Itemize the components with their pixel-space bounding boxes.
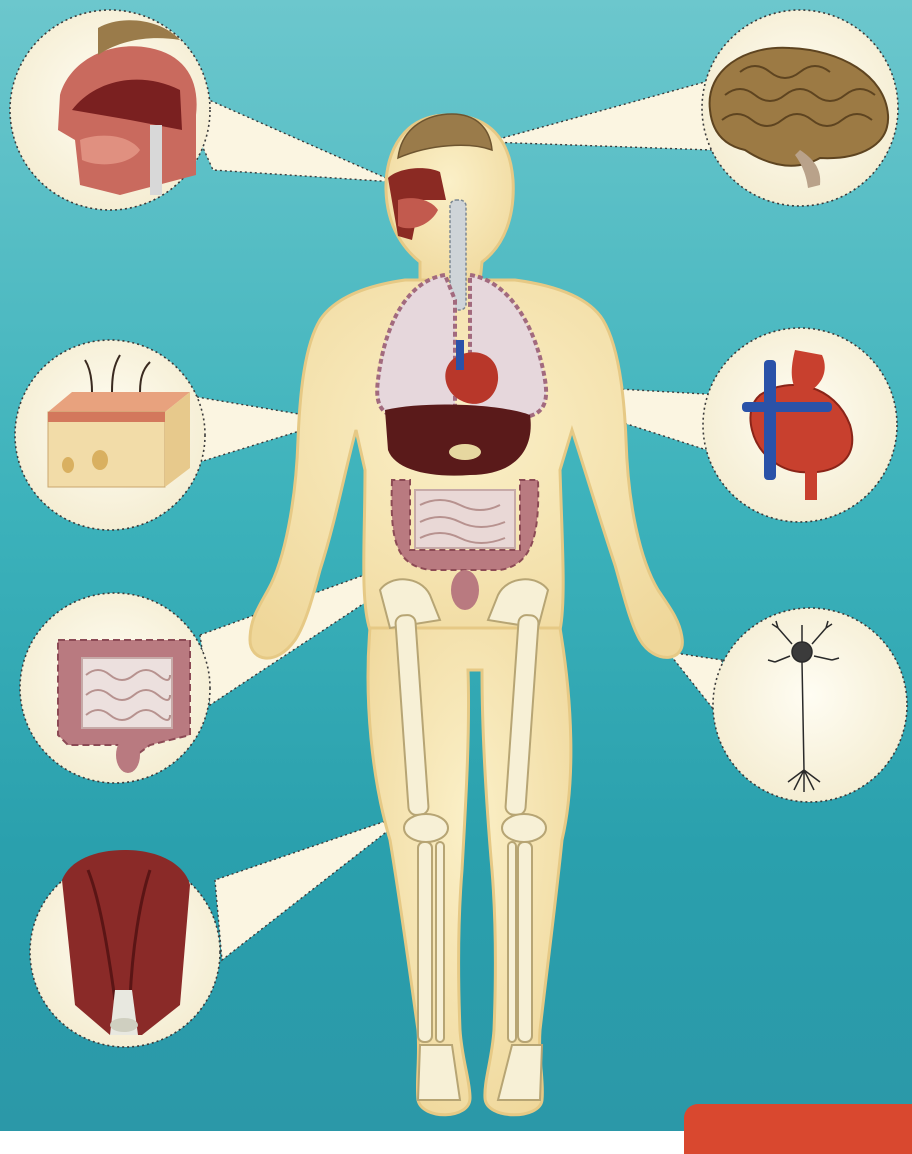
right-tibia <box>518 842 532 1042</box>
left-knee <box>404 814 448 842</box>
heart-vessel <box>456 340 464 370</box>
pointer-brain <box>488 80 712 150</box>
muscle-icon <box>62 850 190 1035</box>
left-fibula <box>436 842 444 1042</box>
pointer-muscle <box>215 812 412 960</box>
right-fibula <box>508 842 516 1042</box>
gall-bladder <box>449 444 481 460</box>
left-tibia <box>418 842 432 1042</box>
left-foot-bones <box>418 1045 460 1100</box>
right-knee <box>502 814 546 842</box>
bladder <box>451 570 479 610</box>
legs <box>368 628 571 1115</box>
corner-tab <box>684 1104 912 1154</box>
callout-neuron <box>713 608 907 802</box>
liver <box>385 405 531 476</box>
